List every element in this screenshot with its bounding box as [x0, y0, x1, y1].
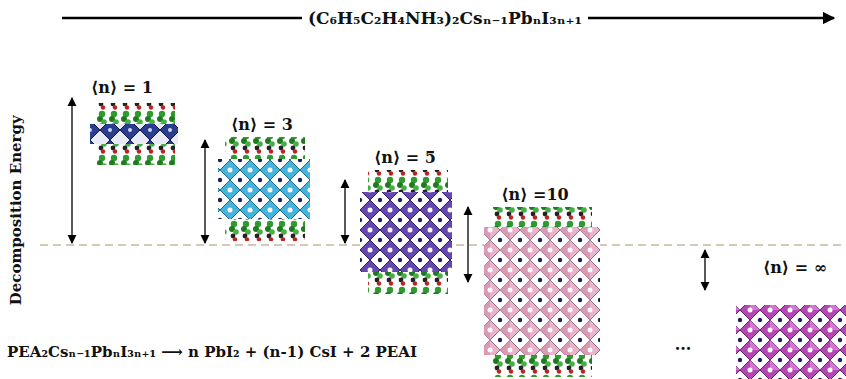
layer-label: ⟨n⟩ = ∞ [763, 259, 827, 277]
structure-n1 [90, 103, 178, 165]
ellipsis: ... [675, 336, 692, 354]
axis-label: Decomposition Energy [8, 115, 25, 305]
structure-n10 [484, 207, 600, 377]
layer-label: ⟨n⟩ = 5 [374, 149, 436, 167]
structure-n3 [218, 137, 310, 241]
energy-arrows [72, 98, 705, 290]
reaction-equation: PEA₂Csₙ₋₁PbₙI₃ₙ₊₁ ⟶ n PbI₂ + (n-1) CsI +… [7, 344, 417, 361]
layer-label: ⟨n⟩ = 1 [91, 79, 153, 97]
structure-bulk [736, 305, 846, 379]
structure-n5 [360, 170, 452, 294]
layer-label: ⟨n⟩ =10 [501, 186, 569, 204]
series-formula: (C₆H₅C₂H₄NH₃)₂Csₙ₋₁PbₙI₃ₙ₊₁ [302, 9, 588, 28]
layer-label: ⟨n⟩ = 3 [231, 116, 293, 134]
